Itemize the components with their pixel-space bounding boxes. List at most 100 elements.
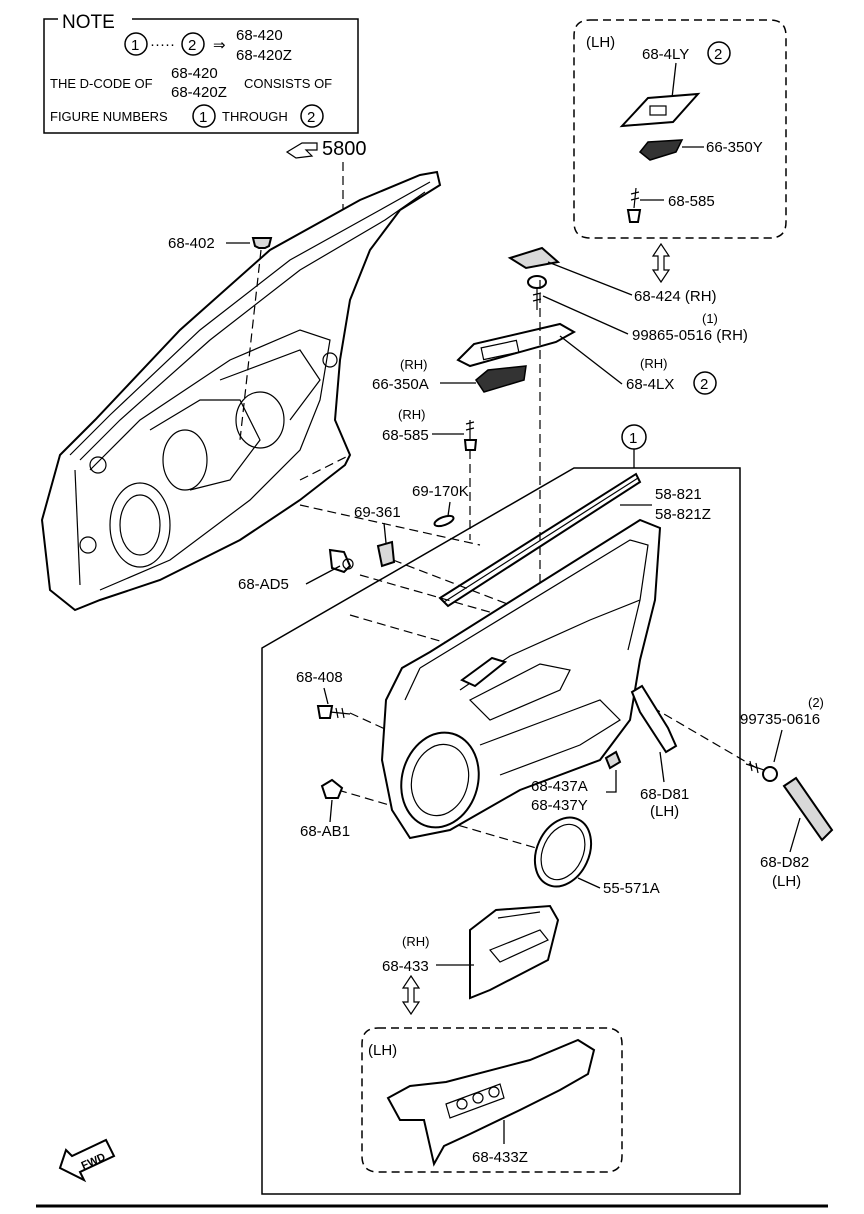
- leader-99735: [773, 729, 783, 763]
- double-arrow-icon: [651, 242, 671, 284]
- armrest-pocket: [468, 663, 571, 721]
- note-line2-prefix: FIGURE NUMBERS: [50, 109, 168, 124]
- armrest-68-433z: [386, 1038, 596, 1167]
- guide-3: [359, 574, 501, 616]
- speaker-grille-inner: [410, 743, 470, 817]
- label-68-402: 68-402: [168, 235, 215, 252]
- note-arrow: ⇒: [213, 37, 226, 54]
- screw-thread-68-585-rh: [465, 420, 475, 440]
- inner-handle: [460, 656, 508, 688]
- label-58-821z: 58-821Z: [655, 506, 711, 523]
- lh-box-bottom-frame: [361, 1027, 623, 1173]
- note-line1-prefix: THE D-CODE OF: [50, 76, 153, 91]
- label-68-d82: 68-D82: [760, 854, 809, 871]
- door-outer-panel: [40, 170, 442, 612]
- trim-edge: [404, 667, 421, 701]
- label-99735: 99735-0616: [740, 711, 820, 728]
- lh-box-top: (LH) 68-4LY 2 66-350Y 68-585: [573, 19, 787, 239]
- clip-68-437: [604, 750, 622, 770]
- part-66-350a: (RH) 66-350A: [372, 357, 527, 393]
- label-66-350a: 66-350A: [372, 376, 429, 393]
- weatherstrip-inner-line: [443, 477, 639, 603]
- fwd-arrow-icon: [58, 1138, 116, 1183]
- part-68-433: (RH) 68-433: [382, 904, 560, 1016]
- label-68-585-rh: 68-585: [382, 427, 429, 444]
- bezel-68-4ly: [619, 92, 701, 128]
- speaker-ring-inner: [540, 823, 586, 881]
- note-line2-mid: THROUGH: [222, 109, 288, 124]
- note-frame: [43, 18, 359, 134]
- label-68-d81: 68-D81: [640, 786, 689, 803]
- label-68-ad5: 68-AD5: [238, 576, 289, 593]
- bezel-opening: [649, 105, 667, 116]
- door-hinge-1: [89, 456, 107, 474]
- pointing-hand-icon: [285, 142, 318, 159]
- trim-piece-68-d81: [630, 684, 678, 754]
- part-68-585-rh: (RH) 68-585: [382, 407, 478, 451]
- leader-68-ad5: [305, 565, 341, 585]
- switch-recess: [445, 1083, 505, 1119]
- clip-69-361: [376, 540, 396, 568]
- trim-upper-line: [419, 539, 649, 669]
- note-circle-2-label: 2: [188, 37, 196, 54]
- dash-68-402: [239, 249, 262, 441]
- door-frame: [40, 170, 442, 612]
- note-title: NOTE: [62, 12, 115, 33]
- screw-head-68-585-lh: [626, 209, 642, 223]
- leader-68-d81: [659, 751, 665, 783]
- part-68-d81: 68-D81 (LH): [630, 684, 689, 820]
- part-68-402: 68-402: [168, 235, 273, 441]
- label-66-350y: 66-350Y: [706, 139, 763, 156]
- part-68-437: 68-437A 68-437Y: [531, 750, 622, 814]
- trim-assembly-box: 1: [261, 424, 741, 1195]
- label-58-821: 58-821: [655, 486, 702, 503]
- note-line2-c2: 2: [307, 109, 315, 126]
- speaker-ring-55-571a: [533, 816, 593, 888]
- label-68-d81-lh: (LH): [650, 803, 679, 820]
- door-speaker-opening: [109, 482, 171, 568]
- label-68-4ly: 68-4LY: [642, 46, 689, 63]
- part-68-4lx: (RH) 68-4LX 2: [456, 322, 717, 395]
- fastener-68-ad5-head: [342, 558, 354, 570]
- note-line1-code2: 68-420Z: [171, 84, 227, 101]
- screw-thread-68-408: [329, 707, 351, 719]
- part-68-d82: 68-D82 (LH): [760, 776, 834, 890]
- label-99865: 99865-0516 (RH): [632, 327, 748, 344]
- screw-head-99865: [527, 275, 547, 289]
- note-circle-1: [124, 32, 148, 56]
- note-code-1: 68-420: [236, 27, 283, 44]
- leader-68-408: [323, 687, 329, 705]
- bezel-68-4lx: [456, 322, 577, 368]
- circle-68-4lx: [693, 371, 717, 395]
- part-68-408: 68-408: [296, 669, 351, 719]
- screw-head-68-585-rh: [463, 439, 478, 451]
- door-inner-panel: [89, 329, 331, 591]
- door-edge-line: [74, 469, 81, 586]
- note-line2-circle-2: [300, 104, 324, 128]
- label-68-433z: 68-433Z: [472, 1149, 528, 1166]
- pad-68-424: [507, 246, 561, 270]
- screw-head-99735: [762, 766, 778, 782]
- part-68-ad5: 68-AD5: [238, 548, 354, 593]
- label-55-571a: 55-571A: [603, 880, 660, 897]
- circle-68-4lx-label: 2: [700, 376, 708, 393]
- label-68-424: 68-424 (RH): [634, 288, 717, 305]
- switch-hole-3: [488, 1086, 500, 1098]
- leader-68-437: [606, 770, 617, 793]
- guide-2: [299, 454, 351, 481]
- part-68-ab1: 68-AB1: [300, 778, 350, 840]
- clip-68-402: [251, 237, 273, 249]
- rh-68-4lx: (RH): [640, 356, 667, 371]
- pad-69-170k: [433, 514, 455, 528]
- lh-box-top-frame: [573, 19, 787, 239]
- note-line1-code1: 68-420: [171, 65, 218, 82]
- door-hinge-2: [79, 536, 97, 554]
- label-68-437a: 68-437A: [531, 778, 588, 795]
- note-box: NOTE 1 ····· 2 ⇒ 68-420 68-420Z THE D-CO…: [43, 10, 359, 134]
- door-sash-line-1: [69, 181, 431, 456]
- door-hole: [162, 429, 208, 491]
- leader-68-4lx: [559, 335, 623, 385]
- leader-68-ab1: [329, 799, 333, 823]
- leader-99865: [542, 295, 629, 335]
